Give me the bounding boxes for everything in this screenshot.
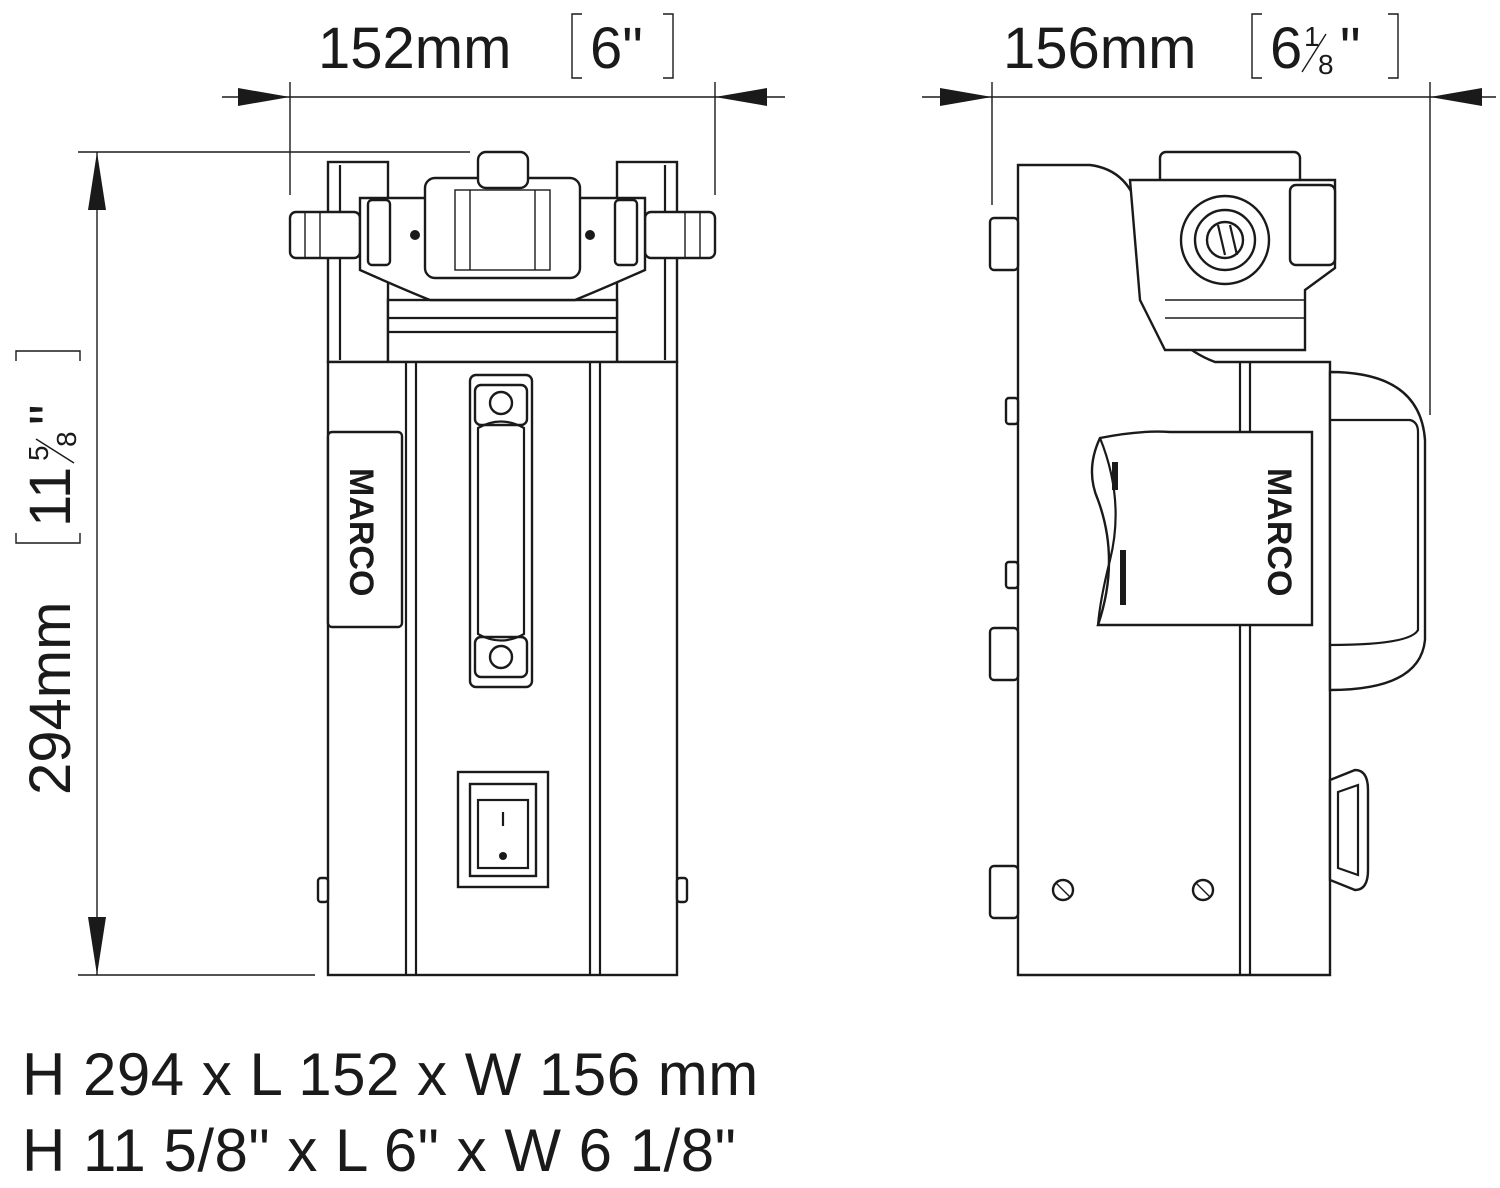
svg-text:": " bbox=[18, 404, 83, 425]
brand-label-front: MARCO bbox=[342, 468, 380, 596]
side-width-in-whole: 6 bbox=[1270, 16, 1302, 81]
motor-housing bbox=[1328, 370, 1427, 692]
front-width-mm: 152mm bbox=[318, 16, 511, 81]
summary-imperial: H 11 5/8" x L 6" x W 6 1/8" bbox=[22, 1117, 737, 1184]
handle bbox=[468, 373, 534, 689]
height-in-frac-num: 5 bbox=[23, 445, 54, 461]
side-width-in-frac-den: 8 bbox=[1318, 49, 1334, 80]
front-view: MARCO bbox=[288, 150, 717, 977]
brand-label-side: MARCO bbox=[1260, 468, 1298, 596]
height-dimension: 294mm 11 5 8 " bbox=[15, 151, 470, 976]
side-width-in-frac-num: 1 bbox=[1304, 21, 1320, 52]
pump-head bbox=[423, 176, 582, 280]
height-in-whole: 11 bbox=[18, 467, 83, 527]
side-view: MARCO bbox=[988, 150, 1427, 977]
height-mm: 294mm bbox=[18, 602, 83, 795]
side-width-mm: 156mm bbox=[1003, 16, 1196, 81]
height-in-frac-den: 8 bbox=[51, 431, 82, 447]
side-width-dimension: 156mm 6 1 8 " bbox=[922, 13, 1496, 415]
front-width-dimension: 152mm 6" bbox=[222, 13, 785, 195]
summary-metric: H 294 x L 152 x W 156 mm bbox=[22, 1041, 759, 1108]
front-width-in: 6" bbox=[590, 16, 643, 81]
svg-text:": " bbox=[1340, 16, 1361, 81]
